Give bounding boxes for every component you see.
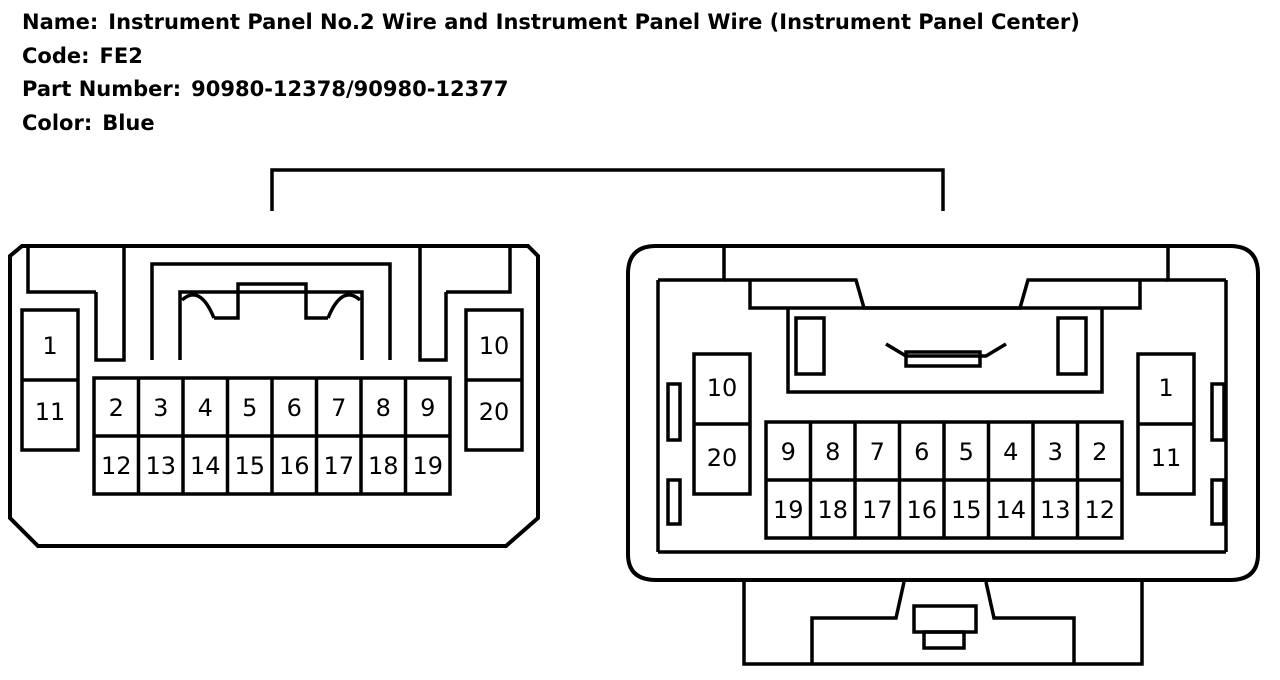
right-pin-8: 8 bbox=[825, 438, 840, 466]
left-pin-18: 18 bbox=[368, 452, 399, 480]
right-pin-17: 17 bbox=[862, 496, 893, 524]
left-pin-3: 3 bbox=[153, 394, 168, 422]
right-pin-10: 10 bbox=[707, 374, 738, 402]
left-pin-20: 20 bbox=[479, 398, 510, 426]
right-pin-4: 4 bbox=[1003, 438, 1018, 466]
right-pin-15: 15 bbox=[951, 496, 982, 524]
left-pin-11: 11 bbox=[35, 398, 66, 426]
left-pin-10: 10 bbox=[479, 332, 510, 360]
right-pin-2: 2 bbox=[1092, 438, 1107, 466]
part-number-value: 90980-12378/90980-12377 bbox=[191, 77, 509, 101]
left-pin-9: 9 bbox=[420, 394, 435, 422]
mating-bracket bbox=[270, 168, 945, 211]
right-pin-20: 20 bbox=[707, 444, 738, 472]
color-label: Color: bbox=[22, 110, 93, 135]
right-pin-12: 12 bbox=[1084, 496, 1115, 524]
left-pin-5: 5 bbox=[242, 394, 257, 422]
connector-info: Name: Instrument Panel No.2 Wire and Inst… bbox=[22, 6, 1080, 140]
left-pin-6: 6 bbox=[287, 394, 302, 422]
right-connector-body bbox=[626, 244, 1260, 666]
right-pin-5: 5 bbox=[959, 438, 974, 466]
part-number-label: Part Number: bbox=[22, 77, 182, 101]
left-pin-1: 1 bbox=[42, 332, 57, 360]
left-pin-15: 15 bbox=[234, 452, 265, 480]
right-pin-11: 11 bbox=[1151, 444, 1182, 472]
left-connector-body bbox=[8, 244, 540, 548]
left-pin-12: 12 bbox=[101, 452, 132, 480]
left-pin-14: 14 bbox=[190, 452, 221, 480]
left-pin-19: 19 bbox=[412, 452, 443, 480]
right-pin-16: 16 bbox=[906, 496, 937, 524]
right-pin-7: 7 bbox=[870, 438, 885, 466]
code-label: Code: bbox=[22, 43, 90, 68]
code-row: Code: FE2 bbox=[22, 40, 1080, 74]
color-row: Color: Blue bbox=[22, 107, 1080, 141]
name-value: Instrument Panel No.2 Wire and Instrumen… bbox=[108, 10, 1080, 34]
left-pin-4: 4 bbox=[198, 394, 213, 422]
right-pin-19: 19 bbox=[773, 496, 804, 524]
right-pin-14: 14 bbox=[995, 496, 1026, 524]
left-pin-7: 7 bbox=[331, 394, 346, 422]
right-pin-3: 3 bbox=[1048, 438, 1063, 466]
right-pin-6: 6 bbox=[914, 438, 929, 466]
left-pin-8: 8 bbox=[376, 394, 391, 422]
color-value: Blue bbox=[102, 110, 155, 135]
part-number-row: Part Number: 90980-12378/90980-12377 bbox=[22, 73, 1080, 107]
right-pin-13: 13 bbox=[1040, 496, 1071, 524]
right-pin-18: 18 bbox=[817, 496, 848, 524]
code-value: FE2 bbox=[99, 43, 143, 68]
name-row: Name: Instrument Panel No.2 Wire and Inst… bbox=[22, 6, 1080, 40]
left-pin-16: 16 bbox=[279, 452, 310, 480]
left-pin-17: 17 bbox=[323, 452, 354, 480]
right-pin-1: 1 bbox=[1158, 374, 1173, 402]
left-pin-2: 2 bbox=[109, 394, 124, 422]
name-label: Name: bbox=[22, 10, 99, 34]
left-pin-13: 13 bbox=[145, 452, 176, 480]
right-pin-9: 9 bbox=[781, 438, 796, 466]
